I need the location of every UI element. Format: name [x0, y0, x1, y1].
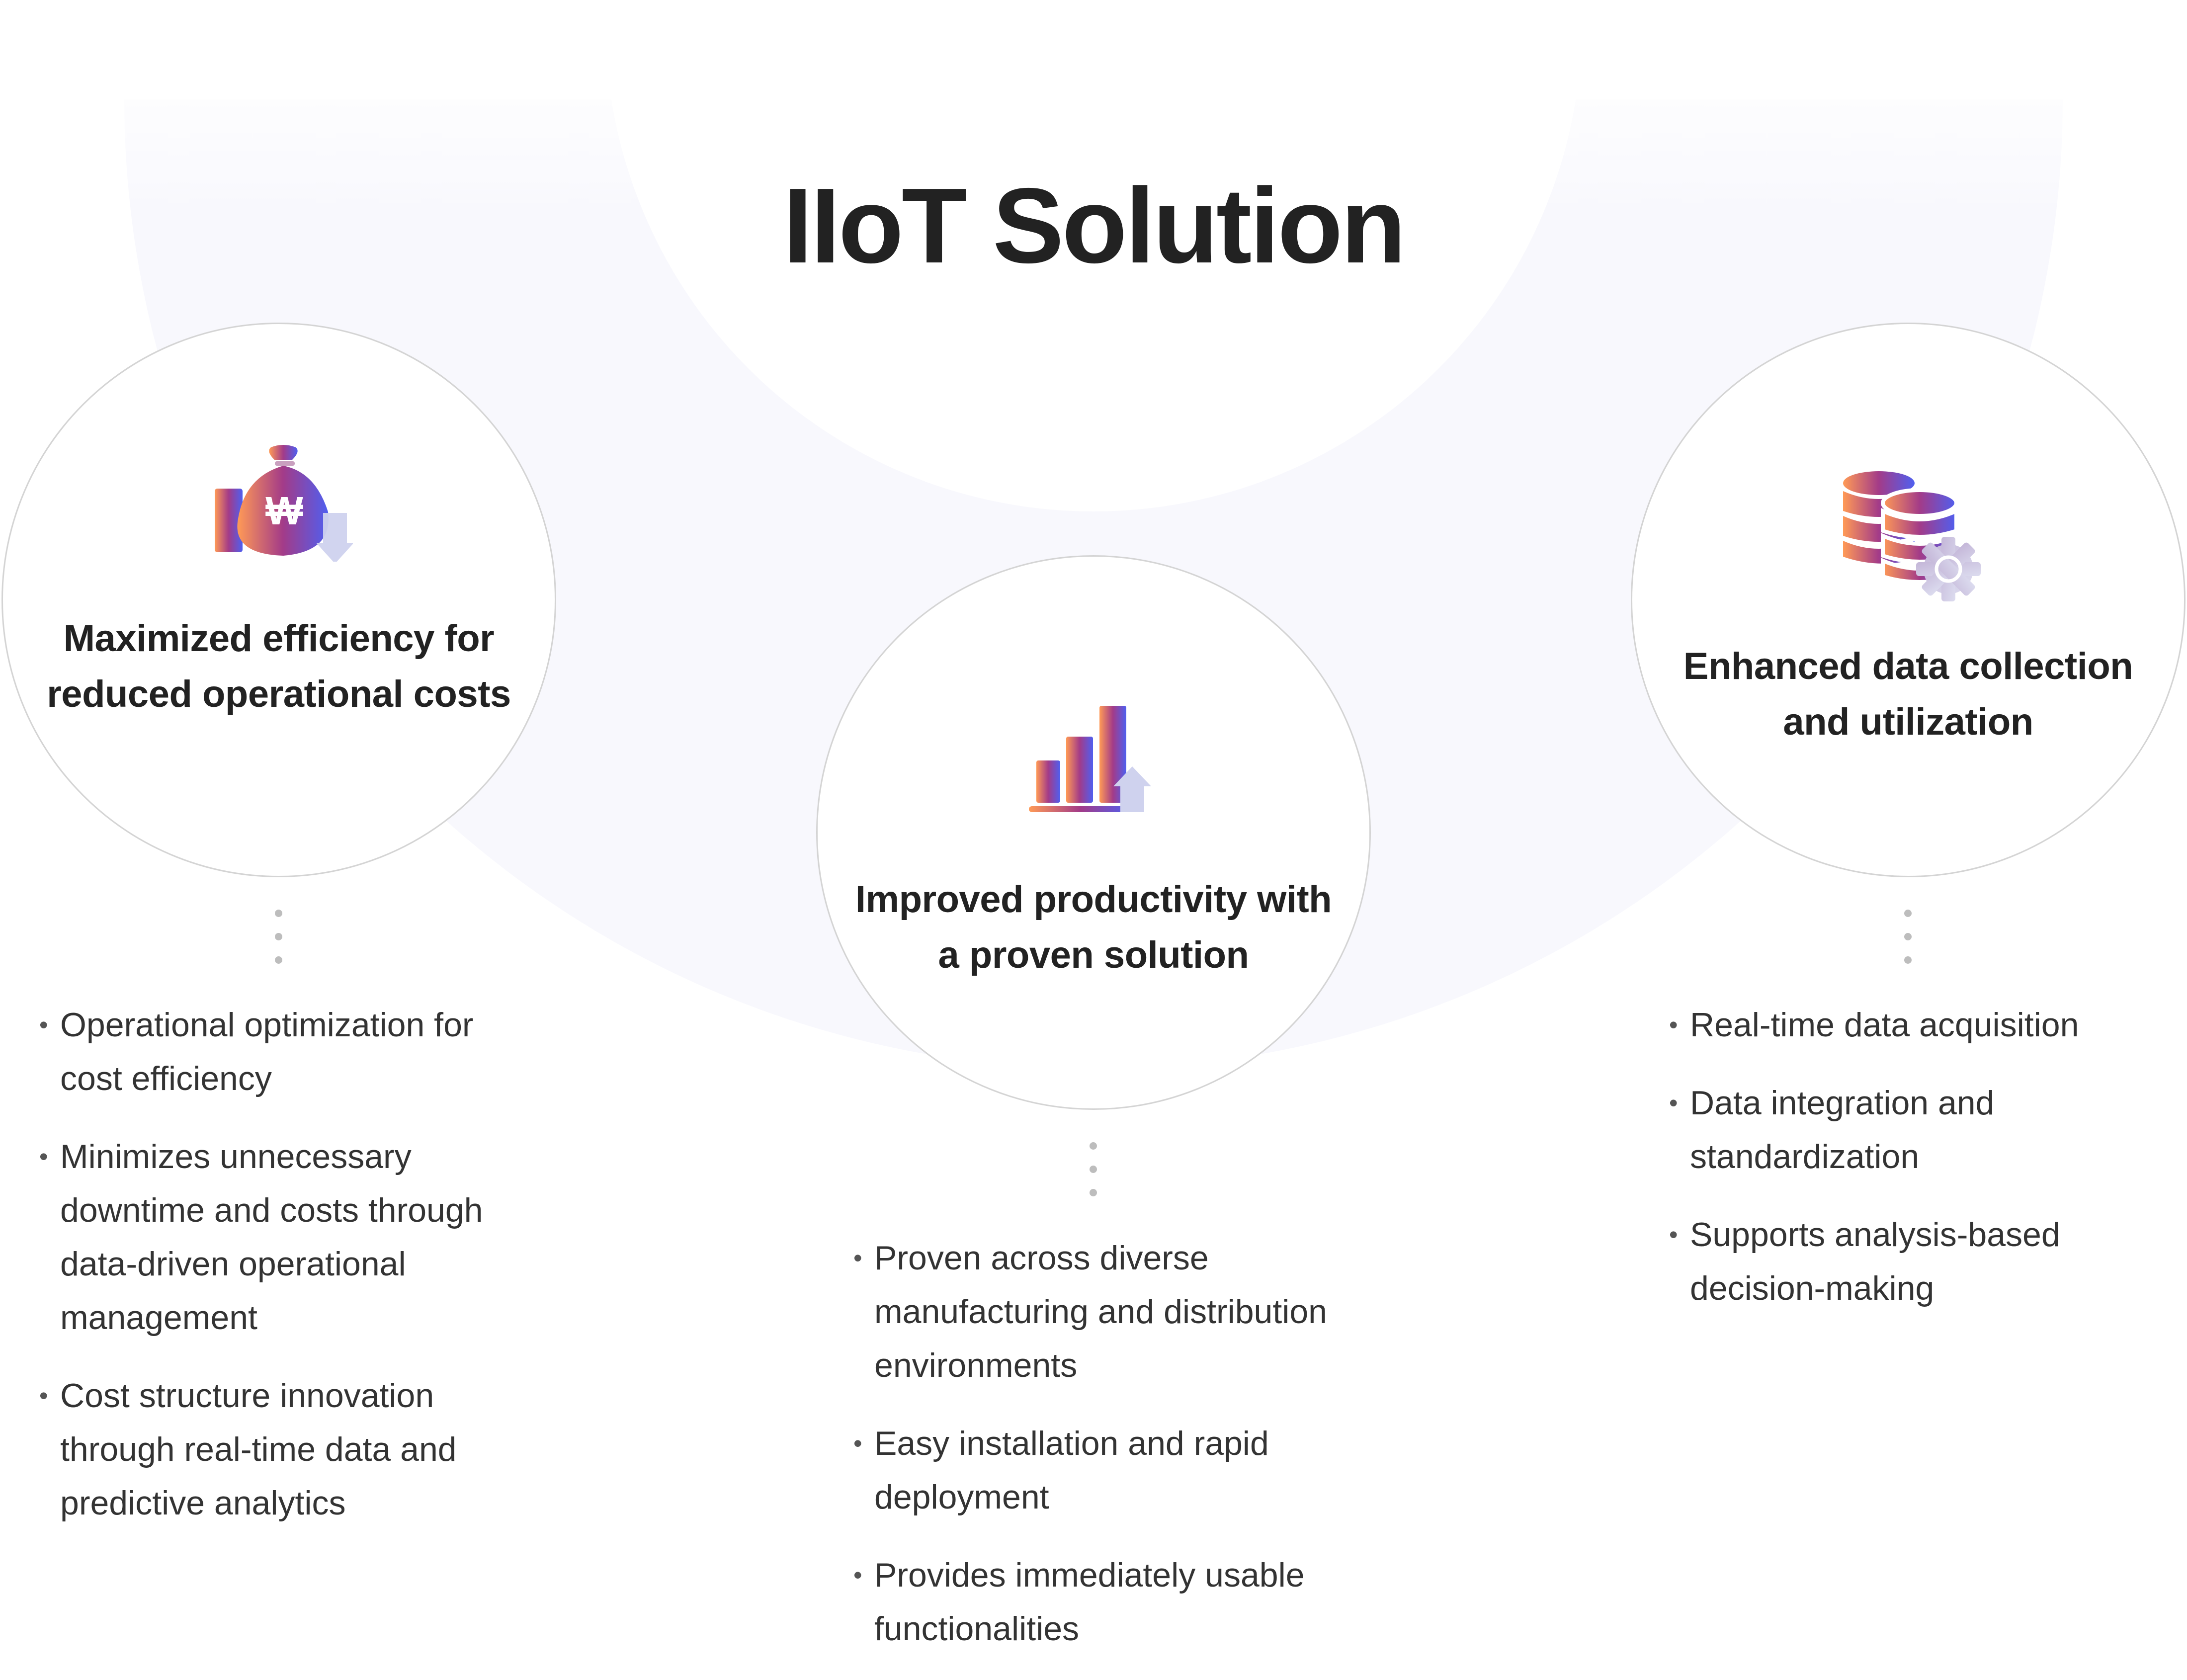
- bar-chart-up-icon: [1029, 706, 1151, 812]
- connector-dots: [1904, 910, 1912, 980]
- bullet-icon: •: [1669, 1011, 1678, 1039]
- card-heading: Improved productivity with a proven solu…: [855, 878, 1332, 976]
- database-gear-icon: [1843, 471, 1981, 601]
- list-item: •Supports analysis-based decision-making: [1669, 1208, 2106, 1315]
- list-item: •Operational optimization for cost effic…: [39, 998, 516, 1105]
- list-item: •Proven across diverse manufacturing and…: [853, 1231, 1331, 1392]
- money-bag-won-icon: ₩: [215, 445, 353, 562]
- bullet-icon: •: [39, 1143, 48, 1171]
- list-item: •Provides immediately usable functionali…: [853, 1548, 1331, 1656]
- bullet-icon: •: [39, 1011, 48, 1039]
- list-item: •Cost structure innovation through real-…: [39, 1369, 516, 1530]
- bullet-icon: •: [853, 1429, 862, 1457]
- list-item: •Minimizes unnecessary downtime and cost…: [39, 1130, 516, 1344]
- bullet-list: •Proven across diverse manufacturing and…: [853, 1231, 1331, 1680]
- connector-dots: [275, 910, 283, 980]
- bullet-icon: •: [1669, 1221, 1678, 1249]
- svg-text:₩: ₩: [265, 489, 303, 533]
- bullet-list: •Real-time data acquisition •Data integr…: [1669, 998, 2106, 1340]
- bullet-icon: •: [853, 1244, 862, 1272]
- bullet-icon: •: [39, 1382, 48, 1410]
- card-circle-cost: [1, 323, 556, 877]
- list-item: •Real-time data acquisition: [1669, 998, 2106, 1052]
- card-heading: Enhanced data collection and utilization: [1683, 645, 2133, 743]
- connector-dots: [1090, 1142, 1097, 1212]
- bullet-icon: •: [853, 1561, 862, 1589]
- card-circle-data: [1631, 323, 2186, 877]
- list-item: •Easy installation and rapid deployment: [853, 1417, 1331, 1524]
- bullet-icon: •: [1669, 1089, 1678, 1117]
- card-circle-productivity: [816, 555, 1371, 1110]
- card-heading: Maximized efficiency for reduced operati…: [47, 617, 511, 715]
- page-title: IIoT Solution: [783, 166, 1406, 285]
- list-item: •Data integration and standardization: [1669, 1076, 2106, 1183]
- bullet-list: •Operational optimization for cost effic…: [39, 998, 516, 1554]
